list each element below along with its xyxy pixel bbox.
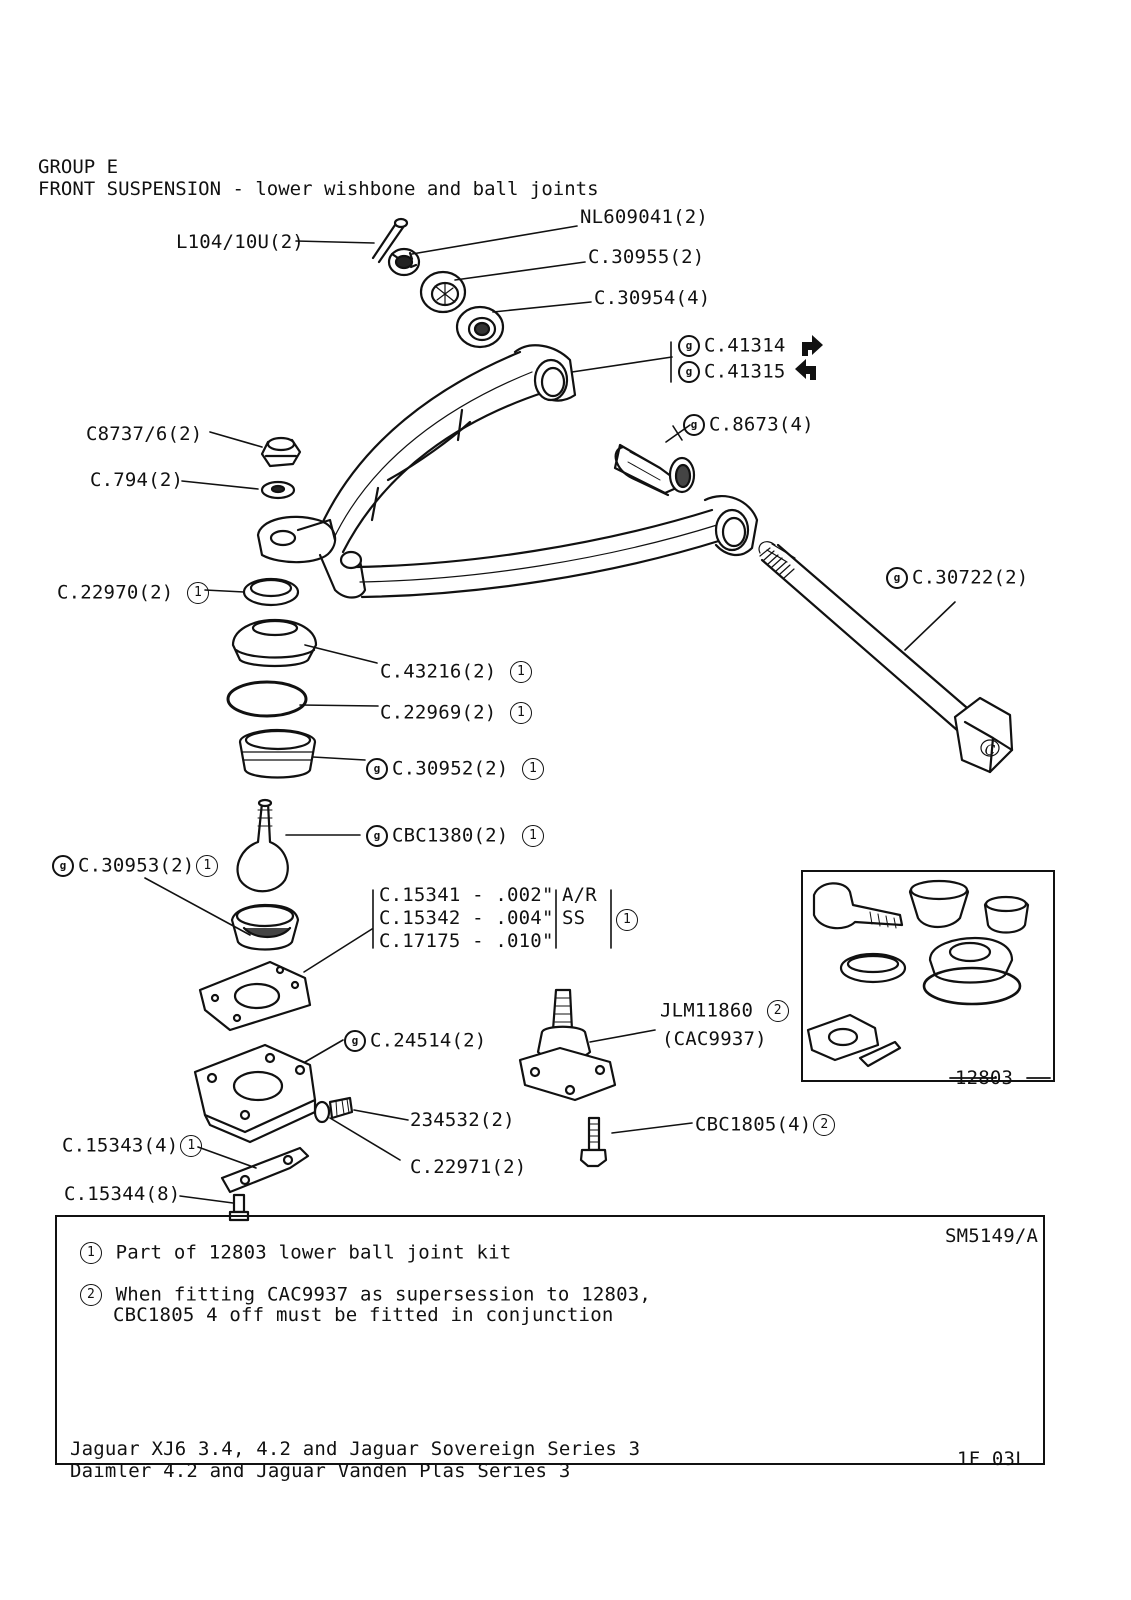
g-marker-icon: g <box>886 567 908 589</box>
g-marker-icon: g <box>344 1030 366 1052</box>
label-shim-2: C.15342 - .004" <box>379 907 554 929</box>
label-shim-1: C.15341 - .002" <box>379 884 554 906</box>
note-marker-1: 1 <box>510 661 533 683</box>
washer-c-part <box>313 1100 331 1124</box>
setscrew-b-part <box>579 1116 608 1168</box>
label-o-ring: C.22969(2) 1 <box>380 702 534 724</box>
small-bolt-part <box>228 1193 250 1222</box>
split-pin-part <box>371 217 409 264</box>
gaiter-part <box>231 618 318 668</box>
spacer-ring-part <box>242 577 300 607</box>
label-setscrew-a: 234532(2) <box>410 1109 515 1131</box>
page-reference: 1F 03L <box>957 1448 1027 1470</box>
lock-tab-part <box>220 1146 310 1194</box>
note-marker-2: 2 <box>80 1284 102 1306</box>
label-gaiter: C.43216(2) 1 <box>380 661 534 683</box>
label-ball-joint-assy: JLM11860 2 <box>660 1000 791 1022</box>
note-1-text: 1 Part of 12803 lower ball joint kit <box>78 1242 511 1264</box>
note-2-text-cont: CBC1805 4 off must be fitted in conjunct… <box>113 1304 614 1326</box>
nyloc-nut-part <box>260 436 302 468</box>
bolt-head-letter: C <box>985 743 996 759</box>
kit-inset-drawing <box>806 879 1030 1068</box>
label-kit: 12803 <box>955 1067 1014 1089</box>
g-marker-icon: g <box>366 758 388 780</box>
plain-washer-part <box>260 480 296 500</box>
drawing-reference: SM5149/A <box>945 1225 1039 1247</box>
label-washer-b: C.30954(4) <box>594 287 711 309</box>
kit-inset-box <box>801 870 1055 1082</box>
label-castle-nut: NL609041(2) <box>580 206 709 228</box>
label-washer-c: C.22971(2) <box>410 1156 527 1178</box>
page-title: FRONT SUSPENSION - lower wishbone and ba… <box>38 178 599 200</box>
shim-part <box>198 960 312 1032</box>
note-marker-1: 1 <box>522 758 545 780</box>
socket-cup-part <box>238 728 317 779</box>
pivot-bolt-part <box>758 541 1014 774</box>
castle-nut-part <box>387 247 421 277</box>
note-marker-1: 1 <box>180 1135 203 1157</box>
group-label: GROUP E <box>38 156 119 178</box>
lower-wishbone-part <box>256 344 759 599</box>
ball-joint-assembly-part <box>518 988 617 1102</box>
bolt-head-mark <box>980 739 1000 757</box>
ball-pin-part <box>236 798 289 893</box>
washer-b-part <box>455 305 505 349</box>
label-shim-marker: 1 <box>614 909 640 931</box>
note-marker-2: 2 <box>766 1000 789 1022</box>
label-plain-washer: C.794(2) <box>90 469 184 491</box>
note-marker-1: 1 <box>522 825 545 847</box>
note-marker-1: 1 <box>80 1242 102 1264</box>
note-marker-1: 1 <box>187 582 210 604</box>
label-lock-tab: C.15343(4)1 <box>62 1135 204 1157</box>
notes-box <box>55 1215 1045 1465</box>
setscrew-a-part <box>328 1096 354 1120</box>
label-washer-a: C.30955(2) <box>588 246 705 268</box>
label-shim-3: C.17175 - .010" <box>379 930 554 952</box>
bush-part <box>613 443 696 497</box>
arrow-left-icon <box>795 359 816 380</box>
models-line-1: Jaguar XJ6 3.4, 4.2 and Jaguar Sovereign… <box>70 1438 641 1460</box>
note-marker-1: 1 <box>510 702 533 724</box>
models-line-2: Daimler 4.2 and Jaguar Vanden Plas Serie… <box>70 1460 571 1482</box>
g-marker-icon: g <box>366 825 388 847</box>
cover-plate-part <box>193 1043 317 1144</box>
label-small-bolt: C.15344(8) <box>64 1183 181 1205</box>
shim-bracket-lines <box>372 341 672 949</box>
g-marker-icon: g <box>678 335 700 357</box>
label-nyloc-nut: C8737/6(2) <box>86 423 203 445</box>
label-spacer-ring: C.22970(2) 1 <box>57 582 211 604</box>
arrow-right-icon <box>802 335 823 356</box>
g-marker-icon: g <box>683 414 705 436</box>
note-marker-2: 2 <box>813 1114 836 1136</box>
label-ball-joint-alt: (CAC9937) <box>662 1028 767 1050</box>
washer-a-part <box>419 270 467 314</box>
note-marker-1: 1 <box>616 909 638 931</box>
ball-seat-part <box>230 903 300 951</box>
label-shim-note-ss: SS <box>562 907 586 929</box>
label-split-pin: L104/10U(2) <box>176 231 305 253</box>
g-marker-icon: g <box>678 361 700 383</box>
o-ring-part <box>226 680 308 718</box>
g-marker-icon: g <box>52 855 74 877</box>
label-setscrew-b: CBC1805(4)2 <box>695 1114 837 1136</box>
note-marker-1: 1 <box>196 855 219 877</box>
note-2-text: 2 When fitting CAC9937 as supersession t… <box>78 1284 651 1306</box>
label-shim-note-ar: A/R <box>562 884 597 906</box>
